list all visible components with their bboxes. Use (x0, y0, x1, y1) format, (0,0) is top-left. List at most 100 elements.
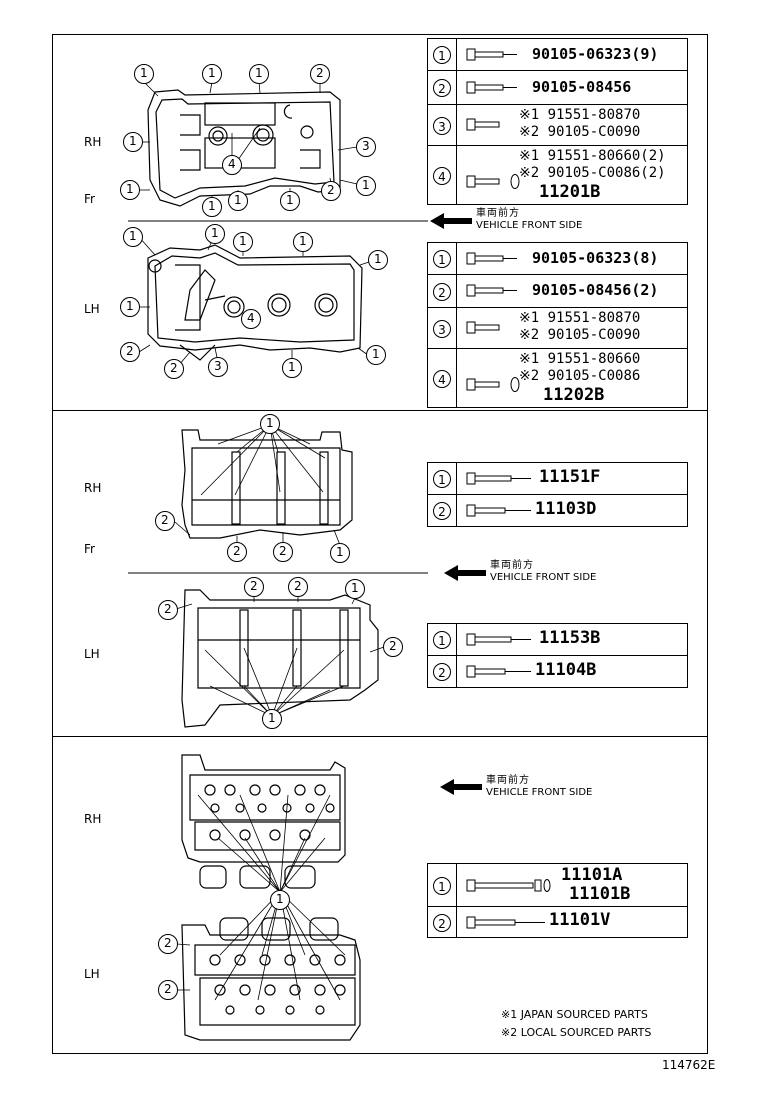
vehicle-front-note: 車両前方 VEHICLE FRONT SIDE (490, 560, 596, 584)
callout-1: 1 (255, 66, 263, 80)
cam-cover-lh-drawing (147, 244, 363, 361)
bolt-icon (466, 472, 531, 485)
callout-2: 2 (294, 579, 302, 593)
bolt-icon (466, 665, 531, 678)
callout-1: 1 (288, 360, 296, 374)
callout-1: 1 (266, 416, 274, 430)
item-number: 3 (433, 319, 451, 338)
part-number-japan: ※1 91551-80870 (519, 310, 641, 326)
part-number: 11153B (539, 628, 601, 648)
callout-1: 1 (268, 711, 276, 725)
callout-3: 3 (214, 359, 222, 373)
bearing-cap-rh-leaders (174, 424, 341, 546)
vehicle-front-jp: 車両前方 (490, 560, 534, 571)
bolt-with-washer-icon (466, 174, 520, 189)
callout-1: 1 (234, 193, 242, 207)
item-number: 1 (433, 631, 451, 649)
vehicle-front-note: 車両前方 VEHICLE FRONT SIDE (476, 208, 582, 232)
callout-2: 2 (164, 602, 172, 616)
part-number-local: ※2 90105-C0086(2) (519, 165, 666, 181)
cam-cover-rh-drawing (147, 89, 341, 207)
callout-1: 1 (208, 199, 216, 213)
callout-circles (120, 64, 403, 1000)
callout-2: 2 (233, 544, 241, 558)
item-number: 4 (433, 369, 451, 388)
parts-table-head-bolt: 1 11101A 11101B 2 11101V (427, 863, 688, 938)
part-number-local: ※2 90105-C0090 (519, 124, 641, 140)
footnote-local: ※2 LOCAL SOURCED PARTS (501, 1026, 652, 1039)
callout-1: 1 (362, 178, 370, 192)
vehicle-front-en: VEHICLE FRONT SIDE (486, 787, 593, 798)
item-number: 1 (433, 250, 451, 268)
callout-1: 1 (299, 234, 307, 248)
part-number: 11101B (569, 884, 631, 904)
parts-table-bearing-cap-lh: 1 11153B 2 11104B (427, 623, 688, 688)
callout-1: 1 (126, 299, 134, 313)
part-number-assembly: 11202B (543, 385, 605, 405)
rh-label: RH (84, 481, 102, 495)
part-number: 90105-06323(8) (532, 249, 659, 267)
part-number-local: ※2 90105-C0086 (519, 368, 641, 384)
item-number: 1 (433, 46, 451, 64)
vehicle-front-jp: 車両前方 (486, 775, 530, 786)
bolt-icon (466, 284, 517, 297)
callout-2: 2 (164, 936, 172, 950)
cam-cover-lh-leaders (138, 233, 376, 366)
part-number: 11103D (535, 499, 597, 519)
part-number: 90105-06323(9) (532, 45, 659, 63)
callout-1: 1 (286, 193, 294, 207)
bearing-cap-rh-drawing (181, 429, 353, 539)
item-number: 4 (433, 166, 451, 185)
part-number-assembly: 11201B (539, 182, 601, 202)
item-number: 1 (433, 470, 451, 488)
callout-1: 1 (351, 581, 359, 595)
footnote-japan: ※1 JAPAN SOURCED PARTS (501, 1008, 648, 1021)
callout-2: 2 (170, 361, 178, 375)
item-number: 3 (433, 116, 451, 135)
part-number: 11101V (549, 910, 611, 930)
callout-4: 4 (228, 157, 236, 171)
callout-1: 1 (276, 892, 284, 906)
item-number: 2 (433, 79, 451, 97)
part-number: 11151F (539, 467, 601, 487)
callout-1: 1 (140, 66, 148, 80)
callout-1: 1 (129, 134, 137, 148)
diagram-id: 114762E (662, 1058, 716, 1072)
callout-1: 1 (336, 545, 344, 559)
bolt-with-washer-icon (466, 879, 551, 892)
item-number: 1 (433, 876, 451, 895)
part-number: 90105-08456 (532, 78, 632, 96)
callout-2: 2 (250, 579, 258, 593)
section-divider-2 (52, 736, 708, 737)
callout-3: 3 (362, 139, 370, 153)
callout-1: 1 (374, 252, 382, 266)
callout-1: 1 (126, 182, 134, 196)
item-number: 2 (433, 663, 451, 681)
part-number: 11104B (535, 660, 597, 680)
cylinder-head-rh-drawing (181, 754, 346, 889)
item-number: 2 (433, 502, 451, 520)
rh-label: RH (84, 812, 102, 826)
callout-2: 2 (327, 183, 335, 197)
callout-1: 1 (208, 66, 216, 80)
lh-label: LH (84, 302, 100, 316)
lh-label: LH (84, 647, 100, 661)
bolt-icon (466, 321, 500, 334)
parts-table-bearing-cap-rh: 1 11151F 2 11103D (427, 462, 688, 527)
diagram-frame (52, 34, 708, 1054)
item-number: 2 (433, 282, 451, 301)
bolt-icon (466, 81, 517, 94)
front-label: Fr (84, 542, 95, 556)
callout-2: 2 (126, 344, 134, 358)
parts-table-cam-cover-rh: 1 90105-06323(9) 2 90105-08456 3 ※1 9155… (427, 38, 688, 205)
callout-1: 1 (239, 234, 247, 248)
part-number-local: ※2 90105-C0090 (519, 327, 641, 343)
rh-label: RH (84, 135, 102, 149)
bolt-icon (466, 252, 517, 265)
part-number-japan: ※1 91551-80660 (519, 351, 641, 367)
cylinder-head-leaders (176, 794, 346, 1001)
vehicle-front-en: VEHICLE FRONT SIDE (476, 220, 583, 231)
callout-4: 4 (247, 311, 255, 325)
callout-1: 1 (372, 347, 380, 361)
